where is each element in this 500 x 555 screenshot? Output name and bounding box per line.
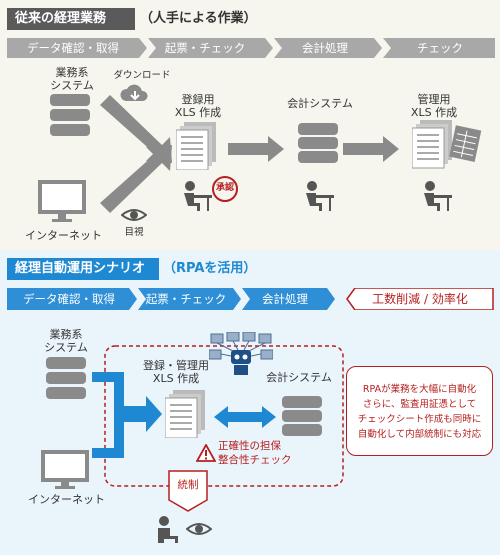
automation-title: 経理自動運用シナリオ (7, 258, 159, 280)
automation-step-3: 会計処理 (262, 292, 308, 306)
database-icon (50, 94, 90, 136)
spreadsheet-stack-icon (165, 390, 205, 438)
spreadsheet-stack-icon (412, 120, 482, 169)
automation-internet-label: インターネット (28, 493, 105, 506)
database-icon (298, 123, 338, 163)
traditional-process-chevrons (7, 38, 495, 58)
outcome-label: 工数削減 / 効率化 (372, 292, 468, 306)
person-at-desk-icon (306, 181, 334, 211)
rpa-robot-icon (209, 332, 273, 375)
traditional-internet-label: インターネット (25, 229, 102, 242)
person-at-desk-icon (424, 181, 452, 211)
converging-arrows (100, 95, 172, 213)
approval-stamp-text: 承認 (215, 183, 234, 193)
traditional-business-system-label: 業務系システム (50, 66, 94, 92)
rpa-note-text: RPAが業務を大幅に自動化 さらに、監査用証憑として チェックシート作成も同時に… (357, 384, 482, 440)
database-icon (282, 396, 322, 436)
traditional-step-4: チェック (417, 41, 463, 55)
traditional-subtitle: （人手による作業） (140, 11, 257, 26)
eye-icon (121, 209, 147, 221)
download-label: ダウンロード (113, 70, 171, 81)
merge-arrow (92, 372, 162, 458)
warning-icon (196, 444, 216, 462)
automation-subtitle: （RPAを活用） (163, 261, 257, 276)
spreadsheet-stack-icon (176, 122, 216, 170)
automation-business-system-label: 業務系システム (44, 328, 88, 354)
accuracy-label: 正確性の担保整合性チェック (218, 440, 292, 466)
cloud-download-icon (120, 84, 148, 101)
traditional-step-3: 会計処理 (302, 41, 348, 55)
automation-accounting-system-label: 会計システム (266, 371, 332, 384)
person-icon (158, 516, 178, 543)
eye-icon (186, 523, 212, 535)
automation-step-1: データ確認・取得 (23, 292, 115, 306)
control-label: 統制 (177, 479, 199, 491)
visual-check-label: 目視 (124, 227, 144, 238)
control-badge (168, 470, 208, 512)
monitor-icon (41, 450, 89, 489)
bidirectional-arrow-icon (214, 406, 276, 428)
traditional-step-2: 起票・チェック (164, 41, 246, 55)
traditional-title: 従来の経理業務 (7, 8, 135, 30)
arrow-right-icon (343, 136, 399, 162)
approval-stamp-icon (212, 176, 238, 202)
rpa-note-box (346, 366, 493, 456)
traditional-accounting-system-label: 会計システム (287, 97, 353, 110)
person-at-desk-icon (184, 181, 212, 211)
automation-process-chevrons (7, 288, 494, 310)
monitor-icon (38, 180, 86, 222)
database-icon (46, 357, 86, 399)
traditional-step-1: データ確認・取得 (27, 41, 119, 55)
arrow-right-icon (228, 136, 284, 162)
automation-step-2: 起票・チェック (145, 292, 227, 306)
